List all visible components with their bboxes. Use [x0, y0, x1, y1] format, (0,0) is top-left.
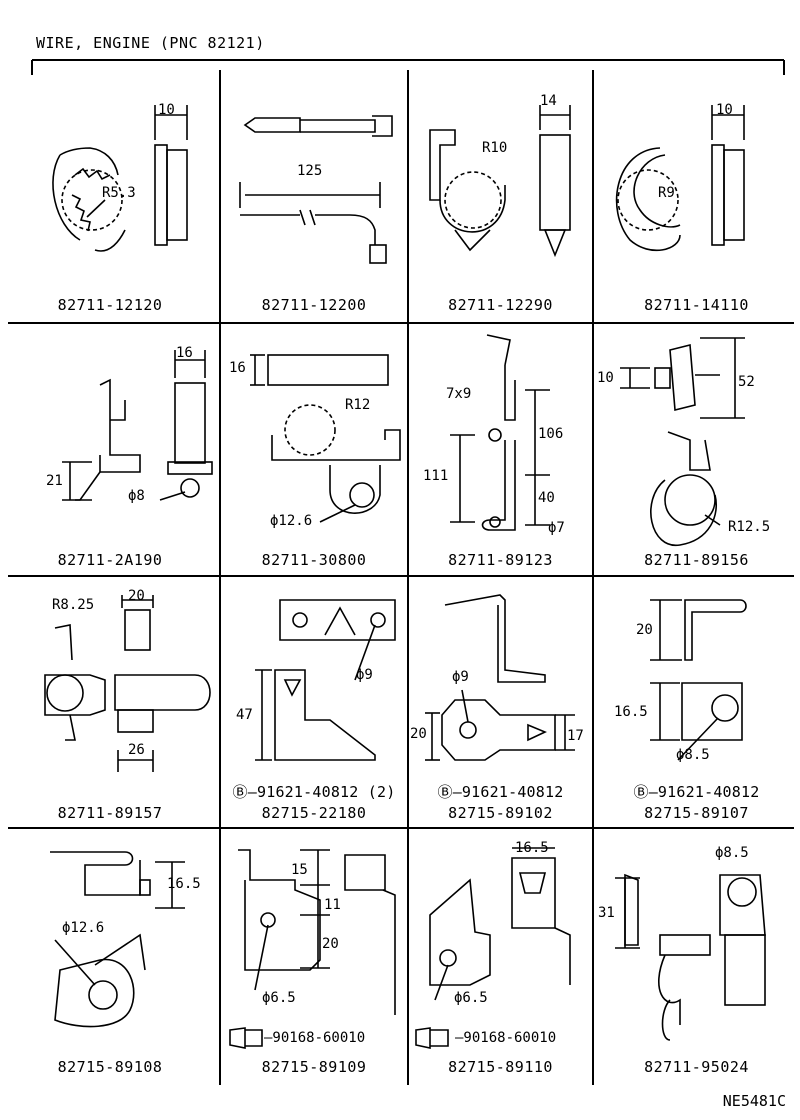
- dimension-label: 52: [738, 374, 755, 390]
- dimension-label: 47: [236, 707, 253, 723]
- part-number-4: 82711-2A190: [57, 551, 163, 569]
- part-number-12: 82715-89108: [57, 1058, 163, 1076]
- clamp-30800-drawing: [250, 354, 401, 523]
- clip-95024-drawing: [615, 873, 766, 1041]
- bracket-89123-drawing: [450, 334, 550, 531]
- dimension-label: 15: [291, 862, 308, 878]
- clip-2A190-drawing: [62, 350, 213, 501]
- part-number-8: 82711-89157: [57, 804, 163, 822]
- dimension-label: ϕ7: [548, 520, 565, 536]
- clamp-89157-drawing: [44, 595, 211, 772]
- bolt-reference-9: Ⓑ—91621-40812 (2): [232, 783, 396, 801]
- dimension-label: 16: [229, 360, 246, 376]
- tie-strap-drawing: [239, 115, 393, 264]
- fastener-label-13: —90168-60010: [264, 1030, 366, 1046]
- clip-12290-drawing: [429, 105, 571, 258]
- dimension-label: 106: [538, 426, 564, 442]
- part-number-0: 82711-12120: [57, 296, 163, 314]
- dimension-label: R10: [482, 140, 508, 156]
- dimension-label: 16.5: [167, 876, 201, 892]
- fastener-label-14: —90168-60010: [455, 1030, 557, 1046]
- dimension-label: ϕ12.6: [270, 513, 313, 529]
- part-number-13: 82715-89109: [261, 1058, 367, 1076]
- part-number-11: 82715-89107: [644, 804, 749, 822]
- part-number-6: 82711-89123: [448, 551, 553, 569]
- part-number-10: 82715-89102: [448, 804, 553, 822]
- dimension-label: R12: [345, 397, 371, 413]
- dimension-label: ϕ8: [128, 488, 145, 504]
- dimension-label: 16.5: [614, 704, 648, 720]
- dimension-label: ϕ9: [452, 669, 469, 685]
- dimension-label: 40: [538, 490, 555, 506]
- dimension-label: 10: [597, 370, 614, 386]
- dimension-label: 17: [567, 728, 584, 744]
- dimension-label: ϕ8.5: [715, 845, 749, 861]
- bracket-89102-drawing: [425, 594, 575, 761]
- dimension-label: 16.5: [515, 840, 549, 856]
- dimension-label: 10: [158, 102, 175, 118]
- part-number-1: 82711-12200: [261, 296, 367, 314]
- dimension-label: 20: [322, 936, 339, 952]
- part-number-3: 82711-14110: [644, 296, 749, 314]
- bracket-89107-drawing: [650, 599, 747, 761]
- dimension-label: 14: [540, 93, 557, 109]
- dimension-label: 125: [297, 163, 323, 179]
- part-number-2: 82711-12290: [448, 296, 553, 314]
- part-number-14: 82715-89110: [448, 1058, 553, 1076]
- page-title: WIRE, ENGINE (PNC 82121): [36, 34, 265, 52]
- part-number-7: 82711-89156: [644, 551, 749, 569]
- dimension-label: 31: [598, 905, 615, 921]
- dimension-label: ϕ9: [356, 667, 373, 683]
- bracket-89110-drawing: [415, 847, 571, 1049]
- bracket-89108-drawing: [50, 851, 185, 1028]
- part-number-5: 82711-30800: [261, 551, 367, 569]
- dimension-label: 20: [128, 588, 145, 604]
- bracket-89109-drawing: [229, 849, 396, 1049]
- bolt-reference-10: Ⓑ—91621-40812: [437, 783, 564, 801]
- clamp-14110-drawing: [615, 105, 745, 252]
- dimension-label: R5.3: [102, 185, 136, 201]
- dimension-label: ϕ6.5: [454, 990, 488, 1006]
- dimension-label: 20: [636, 622, 653, 638]
- bolt-reference-11: Ⓑ—91621-40812: [633, 783, 760, 801]
- dimension-label: ϕ6.5: [262, 990, 296, 1006]
- dimension-label: 10: [716, 102, 733, 118]
- clamp-89156-drawing: [620, 337, 745, 546]
- dimension-label: 16: [176, 345, 193, 361]
- dimension-label: R12.5: [728, 519, 771, 535]
- dimension-label: ϕ12.6: [62, 920, 105, 936]
- dimension-label: R8.25: [52, 597, 95, 613]
- dimension-label: R9: [658, 185, 675, 201]
- dimension-label: ϕ8.5: [676, 747, 710, 763]
- clamp-12120-drawing: [52, 105, 188, 252]
- dimension-label: 21: [46, 473, 63, 489]
- dimension-label: 7x9: [446, 386, 472, 402]
- drawing-code: NE5481C: [722, 1092, 786, 1110]
- part-number-15: 82711-95024: [644, 1058, 749, 1076]
- dimension-label: 20: [410, 726, 427, 742]
- part-number-9: 82715-22180: [261, 804, 367, 822]
- bracket-22180-drawing: [255, 599, 396, 761]
- dimension-label: 11: [324, 897, 341, 913]
- dimension-label: 111: [423, 468, 449, 484]
- dimension-label: 26: [128, 742, 145, 758]
